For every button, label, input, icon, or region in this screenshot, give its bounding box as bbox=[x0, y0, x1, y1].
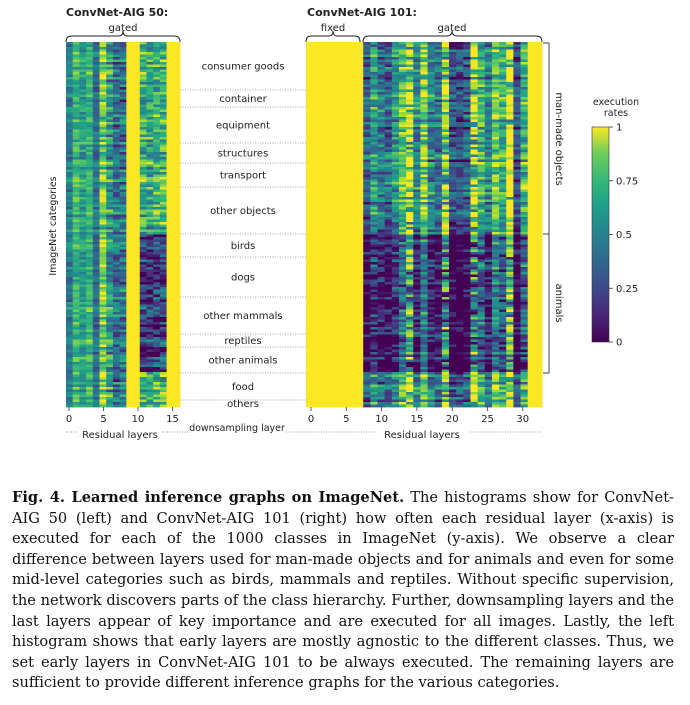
caption-text: The histograms show for ConvNet-AIG 50 (… bbox=[12, 489, 674, 692]
x-tick-label: 25 bbox=[481, 414, 494, 425]
right-panel-title: ConvNet-AIG 101: bbox=[307, 6, 417, 19]
colorbar-title-line2: rates bbox=[604, 108, 628, 119]
right-x-axis: 0 5 10 15 20 25 30 bbox=[308, 407, 529, 425]
x-tick-label: 5 bbox=[343, 414, 349, 425]
left-gated-label: gated bbox=[109, 23, 138, 34]
category-label: consumer goods bbox=[202, 62, 285, 73]
category-label: dogs bbox=[231, 273, 255, 284]
category-label: structures bbox=[218, 149, 269, 160]
animals-bracket bbox=[543, 233, 550, 374]
category-label: transport bbox=[220, 171, 266, 182]
category-label: food bbox=[232, 382, 254, 393]
man-made-label: man-made objects bbox=[553, 92, 564, 185]
right-heatmap bbox=[306, 42, 543, 408]
category-label: other objects bbox=[210, 206, 276, 217]
figure-caption: Fig. 4. Learned inference graphs on Imag… bbox=[12, 488, 674, 694]
right-gated-label: gated bbox=[438, 23, 467, 34]
x-tick-label: 0 bbox=[308, 414, 314, 425]
x-tick-label: 15 bbox=[166, 414, 179, 425]
left-x-axis-label: Residual layers bbox=[82, 430, 158, 441]
caption-label: Fig. 4. Learned inference graphs on Imag… bbox=[12, 489, 405, 506]
colorbar-ticks: 1 0.75 0.5 0.25 0 bbox=[609, 123, 638, 349]
category-separators bbox=[180, 89, 306, 401]
man-made-bracket bbox=[543, 42, 550, 235]
right-gated-brace bbox=[362, 30, 543, 43]
colorbar-title-line1: execution bbox=[593, 97, 639, 108]
y-axis-label: ImageNet categories bbox=[48, 176, 59, 275]
x-tick-label: 10 bbox=[132, 414, 145, 425]
category-label: container bbox=[219, 94, 267, 105]
right-fixed-brace bbox=[305, 30, 361, 43]
category-labels: consumer goods container equipment structur… bbox=[202, 62, 285, 411]
category-label: others bbox=[227, 399, 259, 410]
colorbar-tick-label: 0.75 bbox=[616, 176, 638, 187]
animals-label: animals bbox=[553, 283, 564, 322]
left-x-axis: 0 5 10 15 bbox=[66, 407, 179, 425]
figure: ConvNet-AIG 50: gated ConvNet-AIG 101: f… bbox=[48, 6, 639, 441]
colorbar-tick-label: 0 bbox=[616, 338, 622, 349]
left-heatmap bbox=[66, 42, 181, 408]
colorbar-tick-label: 0.25 bbox=[616, 284, 638, 295]
right-fixed-label: fixed bbox=[321, 23, 345, 34]
left-panel-title: ConvNet-AIG 50: bbox=[66, 6, 168, 19]
colorbar bbox=[591, 126, 610, 343]
x-tick-label: 10 bbox=[375, 414, 388, 425]
category-label: other mammals bbox=[203, 311, 282, 322]
category-label: reptiles bbox=[224, 336, 261, 347]
category-label: other animals bbox=[209, 356, 278, 367]
x-tick-label: 0 bbox=[66, 414, 72, 425]
category-label: birds bbox=[231, 241, 256, 252]
x-tick-label: 5 bbox=[100, 414, 106, 425]
downsampling-label: downsampling layer bbox=[189, 423, 285, 434]
x-tick-label: 30 bbox=[516, 414, 529, 425]
x-tick-label: 15 bbox=[411, 414, 424, 425]
x-tick-label: 20 bbox=[446, 414, 459, 425]
right-x-axis-label: Residual layers bbox=[384, 430, 460, 441]
colorbar-tick-label: 0.5 bbox=[616, 230, 632, 241]
category-label: equipment bbox=[216, 121, 270, 132]
colorbar-tick-label: 1 bbox=[616, 123, 622, 134]
left-gated-brace bbox=[65, 30, 181, 43]
